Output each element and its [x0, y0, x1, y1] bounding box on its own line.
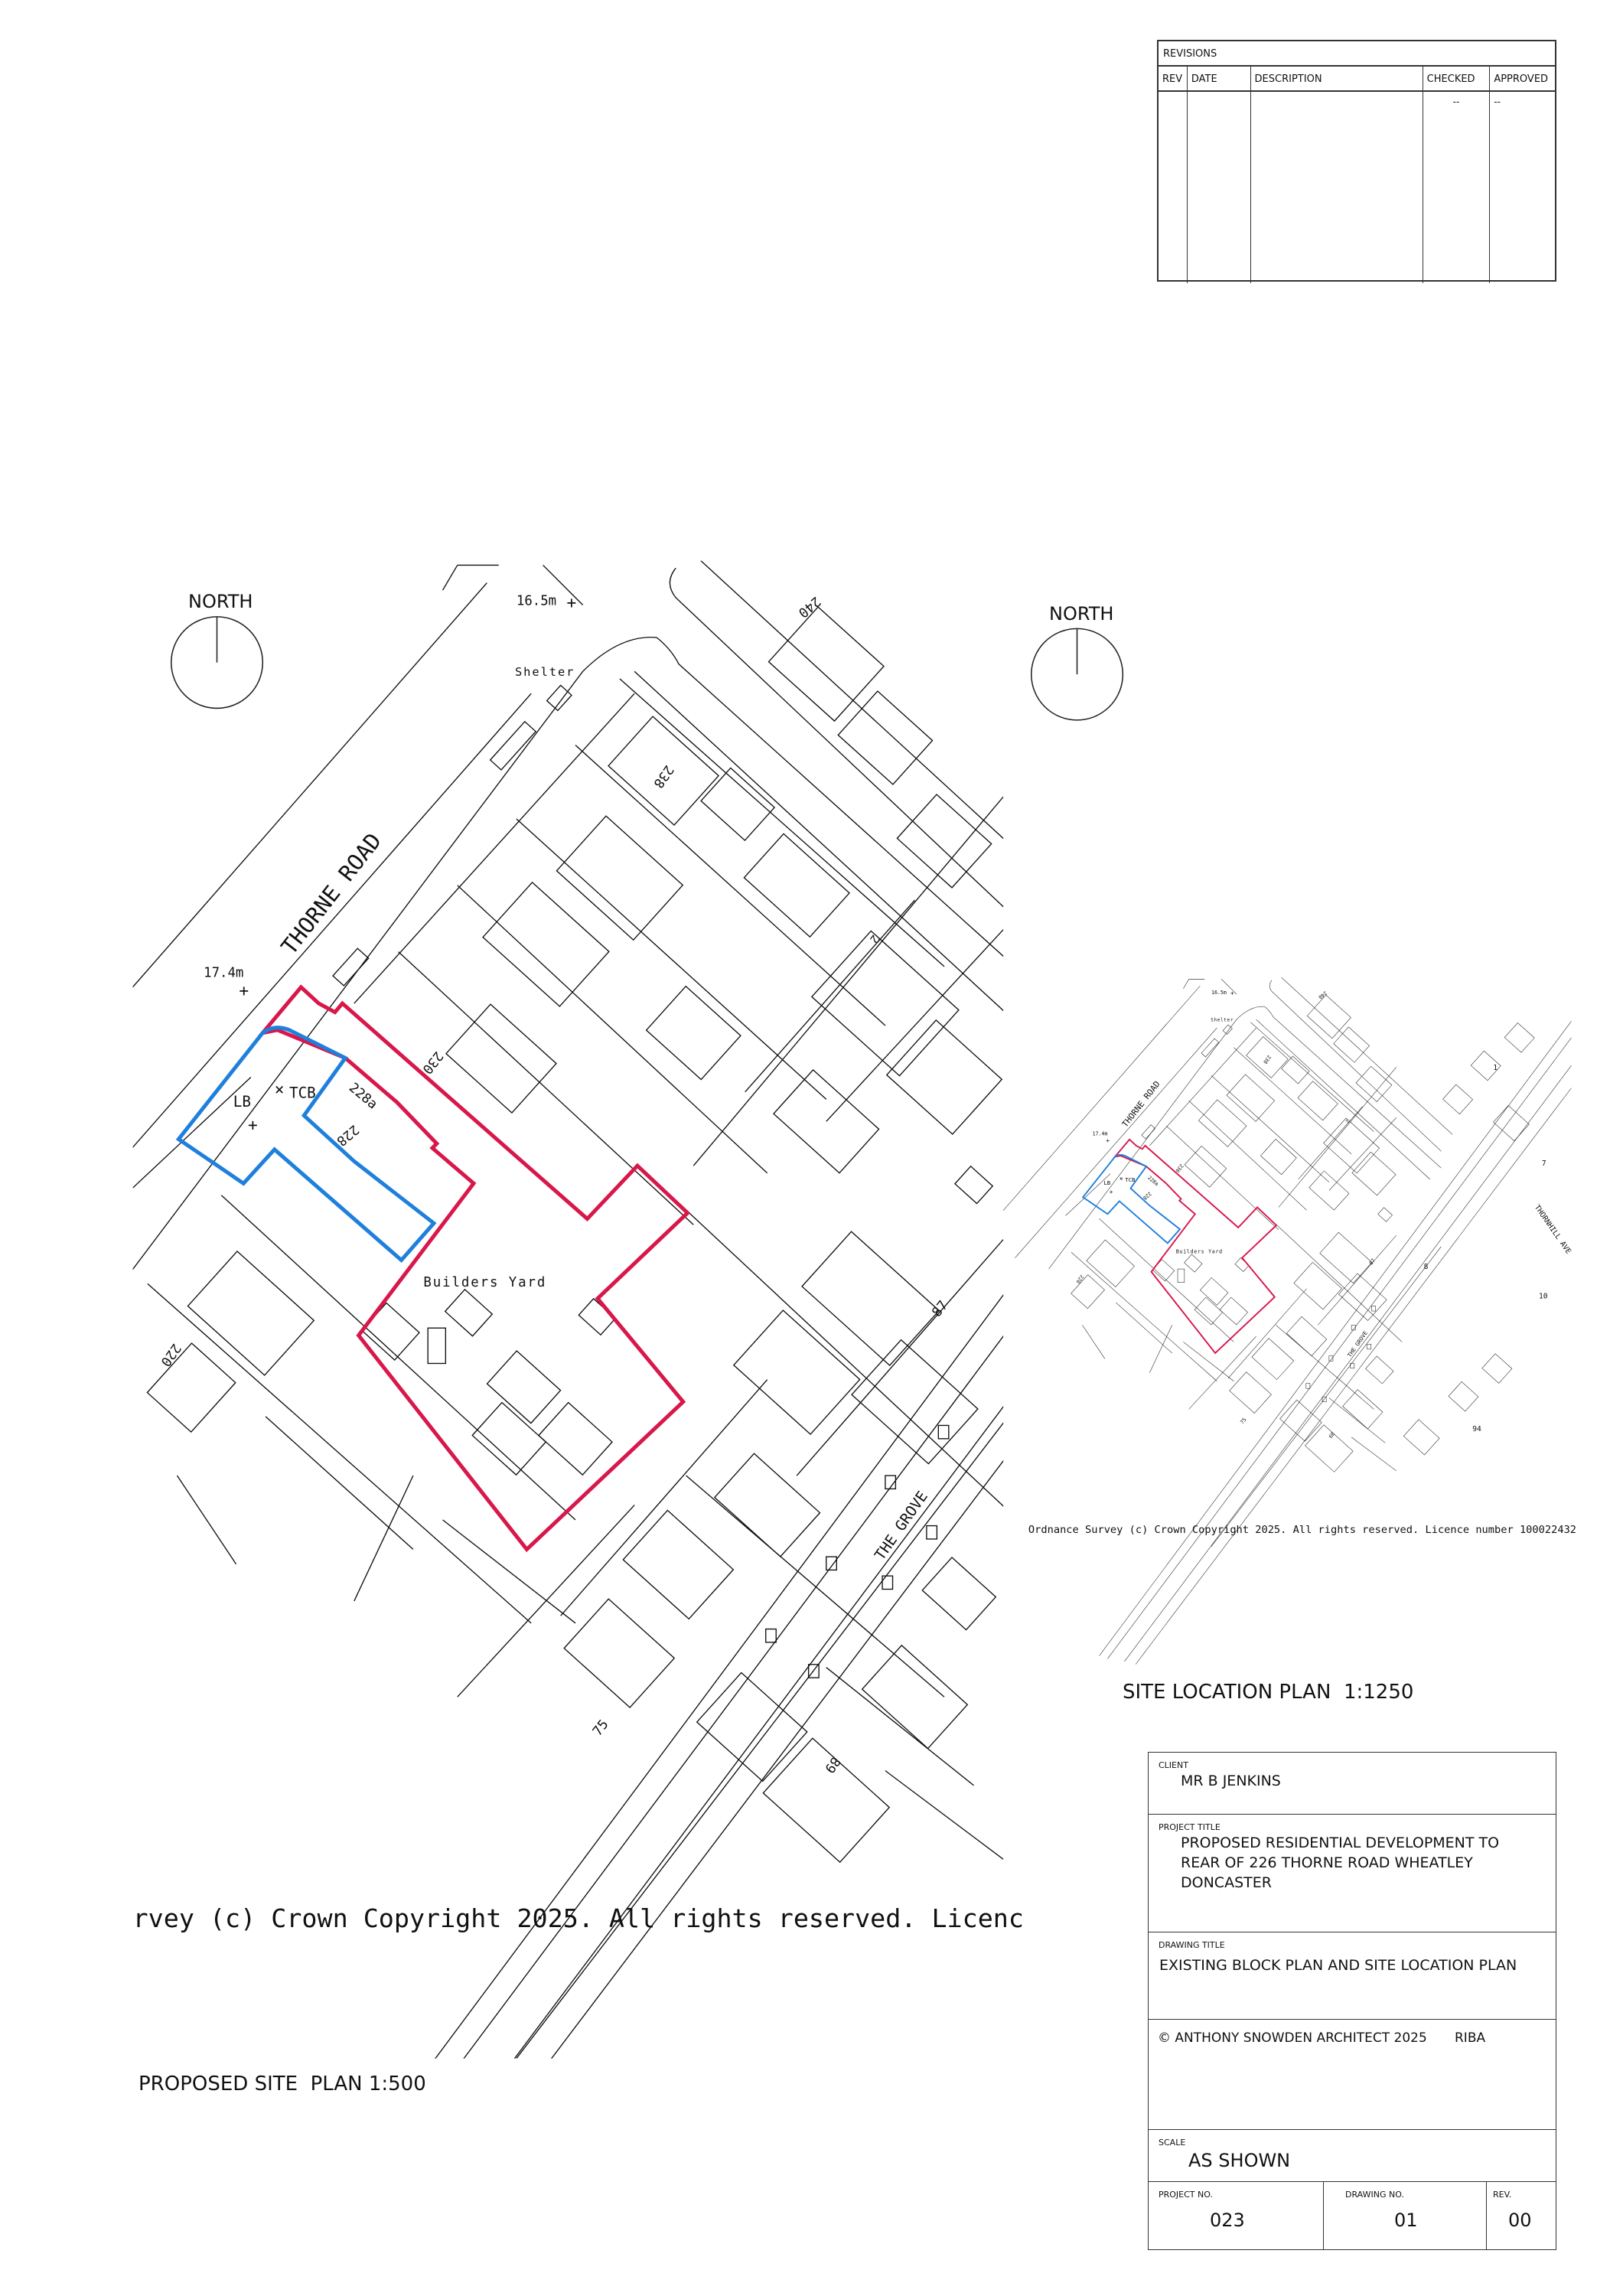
north-arrow-icon [170, 616, 264, 709]
spot-level: 16.5m [517, 593, 556, 608]
project-title-label: PROJECT TITLE [1159, 1822, 1221, 1832]
house-number: 240 [795, 593, 823, 620]
project-title-line: REAR OF 226 THORNE ROAD WHEATLEY [1181, 1854, 1473, 1871]
site-plan-title: PROPOSED SITE PLAN 1:500 [139, 2073, 426, 2095]
drawing-title-section: DRAWING TITLE EXISTING BLOCK PLAN AND SI… [1149, 1932, 1556, 2020]
column-header: DESCRIPTION [1250, 67, 1423, 92]
lb-cross-icon: + [248, 1115, 258, 1134]
tcb-label: TCB [289, 1084, 316, 1101]
lb-label: LB [233, 1093, 251, 1110]
house-number: 1 [1493, 1064, 1498, 1072]
architect-copyright: © ANTHONY SNOWDEN ARCHITECT 2025 [1158, 2030, 1427, 2046]
column-header: REV [1159, 67, 1187, 92]
site-location-plan: THORNHILL AVE 1 7 8 10 94 [1003, 954, 1572, 1665]
the-grove-label: THE GROVE [871, 1488, 931, 1564]
north-arrow-icon [1031, 628, 1124, 721]
architect-section: © ANTHONY SNOWDEN ARCHITECT 2025 RIBA [1149, 2020, 1556, 2130]
project-no-label: PROJECT NO. [1159, 2190, 1213, 2200]
drawing-title-label: DRAWING TITLE [1159, 1940, 1225, 1950]
column-header: APPROVED [1490, 67, 1555, 92]
riba-label: RIBA [1455, 2030, 1486, 2046]
spot-level: 17.4m [204, 965, 243, 980]
column-header: DATE [1187, 67, 1250, 92]
north-label: NORTH [1049, 603, 1114, 625]
house-number: 94 [1472, 1425, 1481, 1433]
approved-column: APPROVED -- [1490, 67, 1555, 283]
location-plan-copyright: Ordnance Survey (c) Crown Copyright 2025… [1028, 1524, 1576, 1536]
north-label: NORTH [188, 591, 253, 612]
column-header: CHECKED [1423, 67, 1490, 92]
cell: -- [1452, 96, 1460, 107]
site-plan-copyright: rvey (c) Crown Copyright 2025. All right… [133, 1903, 1024, 1933]
project-title-section: PROJECT TITLE PROPOSED RESIDENTIAL DEVEL… [1149, 1815, 1556, 1932]
project-title-line: PROPOSED RESIDENTIAL DEVELOPMENT TO [1181, 1835, 1500, 1851]
drawing-no: 01 [1394, 2210, 1418, 2231]
house-number: 8 [1424, 1263, 1429, 1271]
cell [1159, 92, 1187, 96]
house-number: 87 [929, 1298, 951, 1320]
checked-column: CHECKED -- [1423, 67, 1491, 283]
revisions-table: REVISIONS REV DATE DESCRIPTION CHECKED -… [1157, 40, 1556, 283]
tcb-cross-icon: × [275, 1080, 285, 1099]
thornhill-ave-label: THORNHILL AVE [1533, 1204, 1572, 1256]
rev-label: REV. [1493, 2190, 1512, 2200]
project-no: 023 [1210, 2210, 1245, 2231]
scale-label: SCALE [1159, 2138, 1186, 2148]
rev-column: REV [1159, 67, 1188, 283]
title-block: CLIENT MR B JENKINS PROJECT TITLE PROPOS… [1148, 1752, 1556, 2250]
client-name: MR B JENKINS [1181, 1773, 1281, 1789]
cell: -- [1494, 96, 1501, 107]
scale-section: SCALE AS SHOWN [1149, 2130, 1556, 2182]
rev-value: 00 [1508, 2210, 1532, 2231]
thorne-road-label: THORNE ROAD [276, 828, 387, 960]
drawing-no-label: DRAWING NO. [1345, 2190, 1404, 2200]
rev-cell: REV. 00 [1487, 2182, 1556, 2249]
numbers-section: PROJECT NO. 023 DRAWING NO. 01 REV. 00 [1149, 2182, 1556, 2249]
spot-level-cross-icon: + [239, 980, 249, 1000]
client-label: CLIENT [1159, 1760, 1188, 1770]
house-number: 238 [650, 762, 676, 791]
description-column: DESCRIPTION [1250, 67, 1423, 283]
house-number: 89 [821, 1753, 842, 1776]
location-plan-title: SITE LOCATION PLAN 1:1250 [1123, 1681, 1414, 1704]
cell [1251, 92, 1423, 96]
shelter-label: Shelter [515, 665, 575, 679]
spot-level-cross-icon: + [566, 592, 576, 612]
drawing-title: EXISTING BLOCK PLAN AND SITE LOCATION PL… [1159, 1957, 1517, 1974]
date-column: DATE [1187, 67, 1251, 283]
house-number: 7 [1542, 1159, 1546, 1168]
cell [1188, 92, 1250, 96]
house-number: 75 [590, 1717, 612, 1740]
house-number: 10 [1539, 1293, 1548, 1301]
scale-value: AS SHOWN [1188, 2150, 1291, 2171]
site-plan-labels: 16.5m + Shelter THORNE ROAD 17.4m + 230 … [158, 592, 952, 1776]
project-no-cell: PROJECT NO. 023 [1149, 2182, 1324, 2249]
house-number: 220 [158, 1341, 184, 1369]
drawing-no-cell: DRAWING NO. 01 [1324, 2182, 1487, 2249]
project-title-line: DONCASTER [1181, 1874, 1272, 1891]
revisions-title: REVISIONS [1159, 41, 1555, 67]
client-section: CLIENT MR B JENKINS [1149, 1753, 1556, 1815]
builders-yard-label: Builders Yard [423, 1275, 546, 1290]
